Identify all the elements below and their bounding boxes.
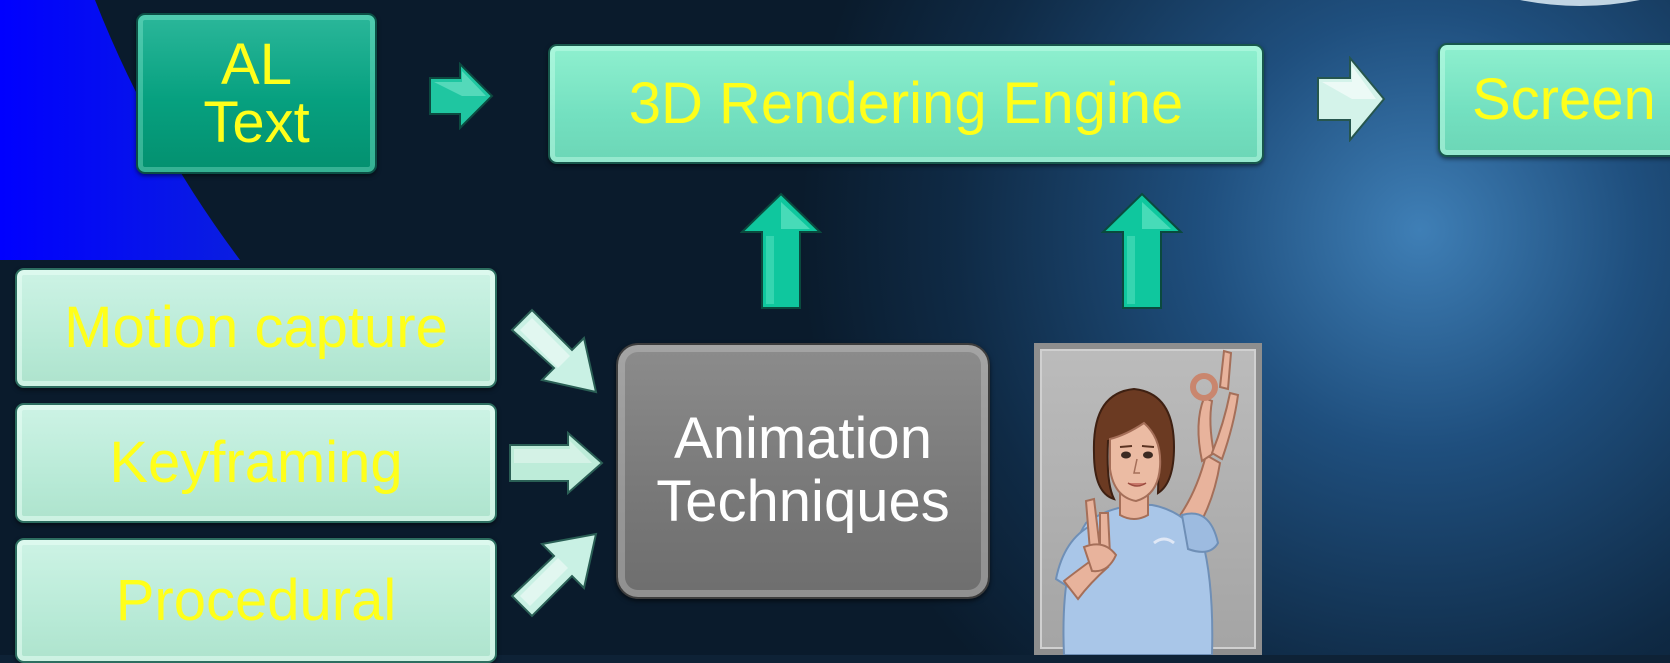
al-text-node: AL Text — [136, 13, 377, 174]
arrow-renderer-to-screen — [1317, 56, 1386, 142]
signing-avatar-image — [1034, 343, 1262, 656]
animation-techniques-line1: Animation — [674, 406, 932, 472]
arrow-procedural-to-animation — [510, 532, 598, 618]
motion-capture-label: Motion capture — [64, 295, 448, 360]
animation-techniques-line2: Techniques — [656, 469, 950, 534]
arrow-al-to-renderer — [429, 62, 494, 130]
al-text-line1: AL — [221, 31, 292, 97]
rendering-engine-label: 3D Rendering Engine — [628, 71, 1184, 136]
screen-label: Screen — [1472, 67, 1656, 132]
keyframing-node: Keyframing — [15, 403, 497, 523]
animation-techniques-node: Animation Techniques — [616, 343, 990, 599]
screen-node: Screen — [1438, 43, 1670, 157]
rendering-engine-node: 3D Rendering Engine — [548, 44, 1264, 164]
al-text-line2: Text — [203, 89, 310, 155]
arrow-keyframing-to-animation — [509, 431, 604, 495]
blue-swoosh — [0, 0, 240, 260]
arrow-motion-capture-to-animation — [510, 308, 598, 394]
keyframing-label: Keyframing — [109, 430, 403, 495]
avatar-figure — [1054, 349, 1240, 656]
white-glint — [1520, 0, 1640, 6]
arrow-animation-to-renderer — [740, 192, 822, 309]
motion-capture-node: Motion capture — [15, 268, 497, 388]
arrow-avatar-to-renderer — [1101, 192, 1183, 309]
procedural-node: Procedural — [15, 538, 497, 663]
procedural-label: Procedural — [115, 567, 397, 633]
